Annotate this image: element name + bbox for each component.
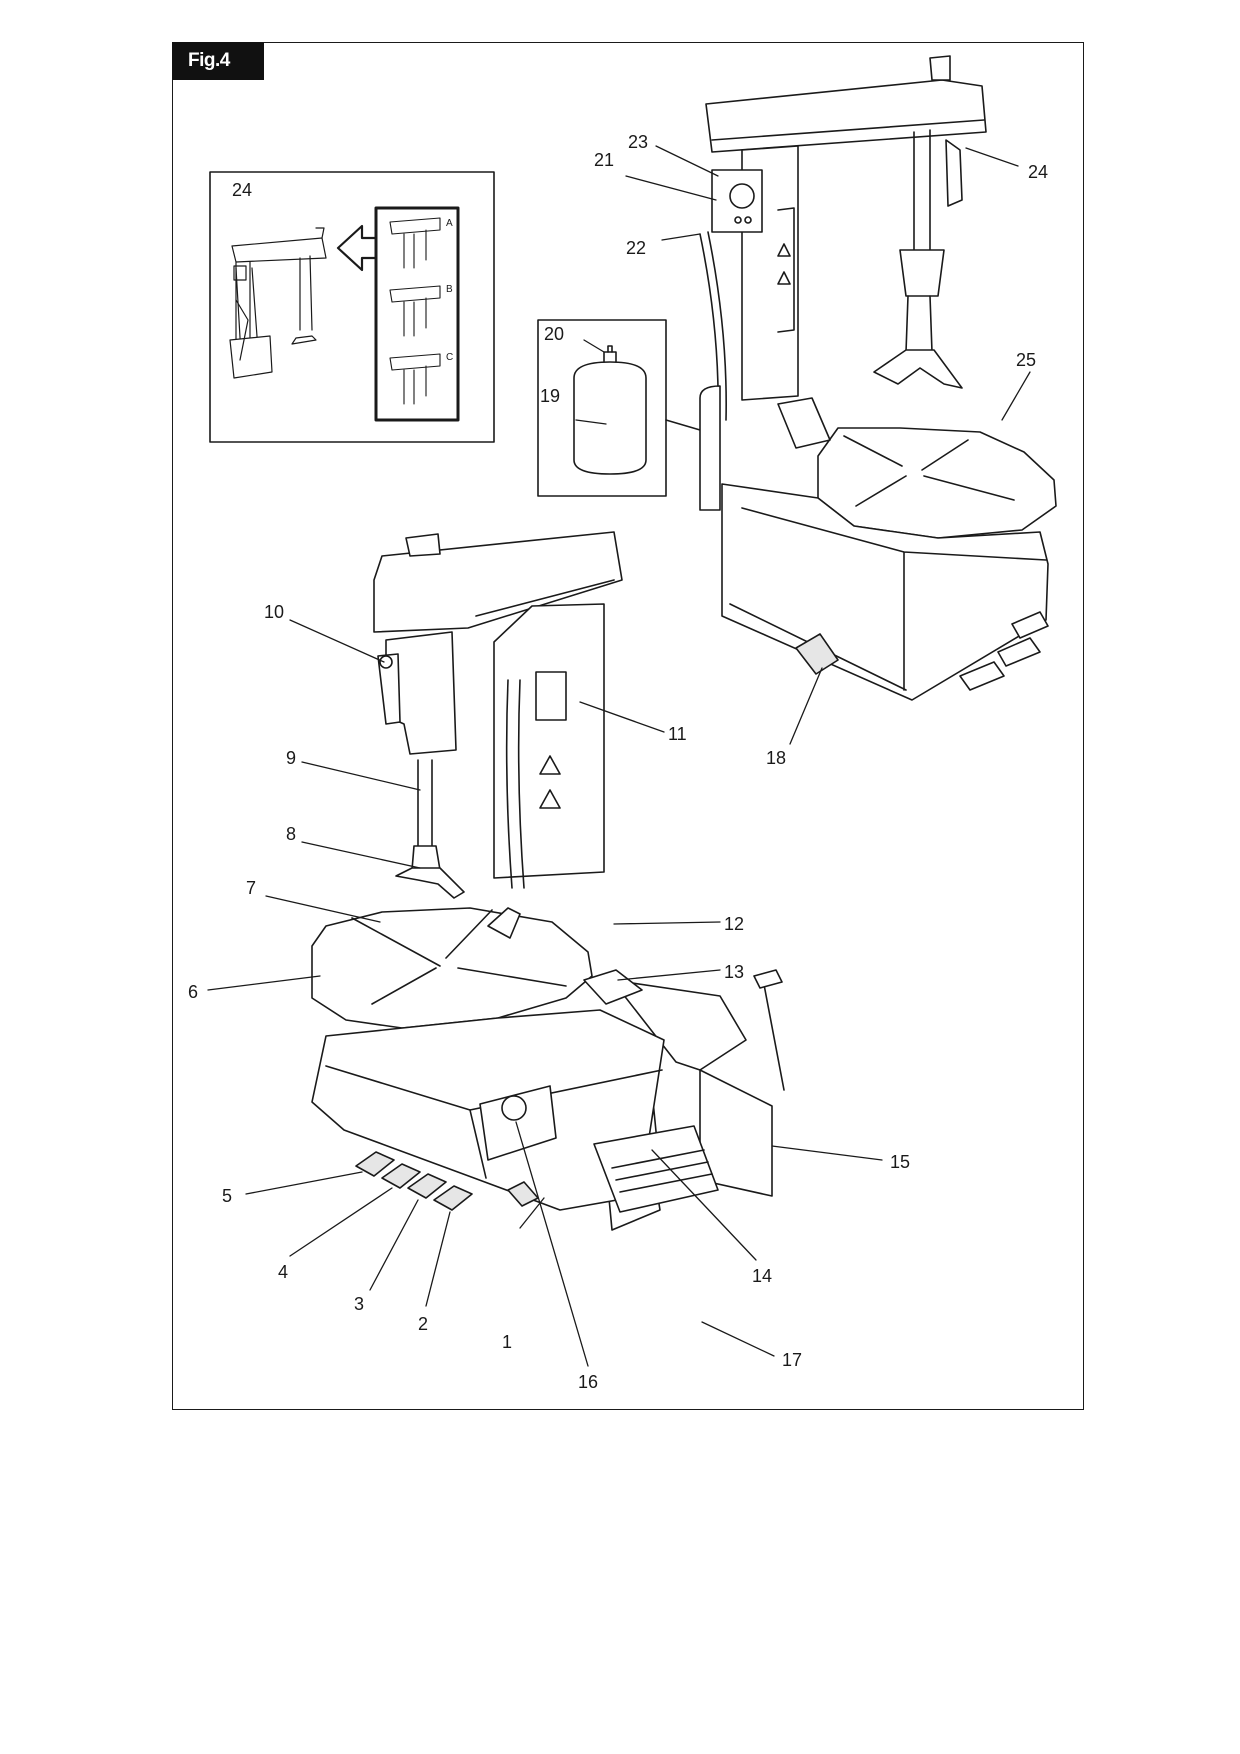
air-tank-panel xyxy=(537,319,701,497)
part-label-20: 20 xyxy=(544,324,564,344)
figure-frame xyxy=(172,42,1084,1410)
inset-options-box xyxy=(374,206,460,422)
part-label-16: 16 xyxy=(578,1372,598,1392)
part-label-6: 6 xyxy=(188,982,198,1002)
part-label-25: 25 xyxy=(1016,350,1036,370)
inset-machine-drawing xyxy=(229,227,327,379)
machine-front-view xyxy=(311,531,785,1231)
inset-option-b: B xyxy=(446,284,453,295)
part-label-19: 19 xyxy=(540,386,560,406)
part-label-24: 24 xyxy=(1028,162,1048,182)
part-label-23: 23 xyxy=(628,132,648,152)
part-label-9: 9 xyxy=(286,748,296,768)
inset-panel xyxy=(209,171,495,443)
leader-lines xyxy=(207,145,1031,1367)
inset-option-drawings xyxy=(389,217,441,405)
part-label-21: 21 xyxy=(594,150,614,170)
part-label-13: 13 xyxy=(724,962,744,982)
part-label-17: 17 xyxy=(782,1350,802,1370)
part-label-5: 5 xyxy=(222,1186,232,1206)
part-label-7: 7 xyxy=(246,878,256,898)
part-label-18: 18 xyxy=(766,748,786,768)
inset-option-a: A xyxy=(446,218,453,229)
part-label-12: 12 xyxy=(724,914,744,934)
machine-rear-view xyxy=(699,55,1057,701)
part-label-3: 3 xyxy=(354,1294,364,1314)
part-label-15: 15 xyxy=(890,1152,910,1172)
part-label-1: 1 xyxy=(502,1332,512,1352)
figure-tag: Fig.4 xyxy=(172,42,264,80)
inset-option-c: C xyxy=(446,352,453,363)
part-label-8: 8 xyxy=(286,824,296,844)
part-label-10: 10 xyxy=(264,602,284,622)
part-label-14: 14 xyxy=(752,1266,772,1286)
inset-ref-label: 24 xyxy=(232,180,252,200)
part-label-4: 4 xyxy=(278,1262,288,1282)
part-label-22: 22 xyxy=(626,238,646,258)
part-label-2: 2 xyxy=(418,1314,428,1334)
part-label-11: 11 xyxy=(668,724,687,744)
